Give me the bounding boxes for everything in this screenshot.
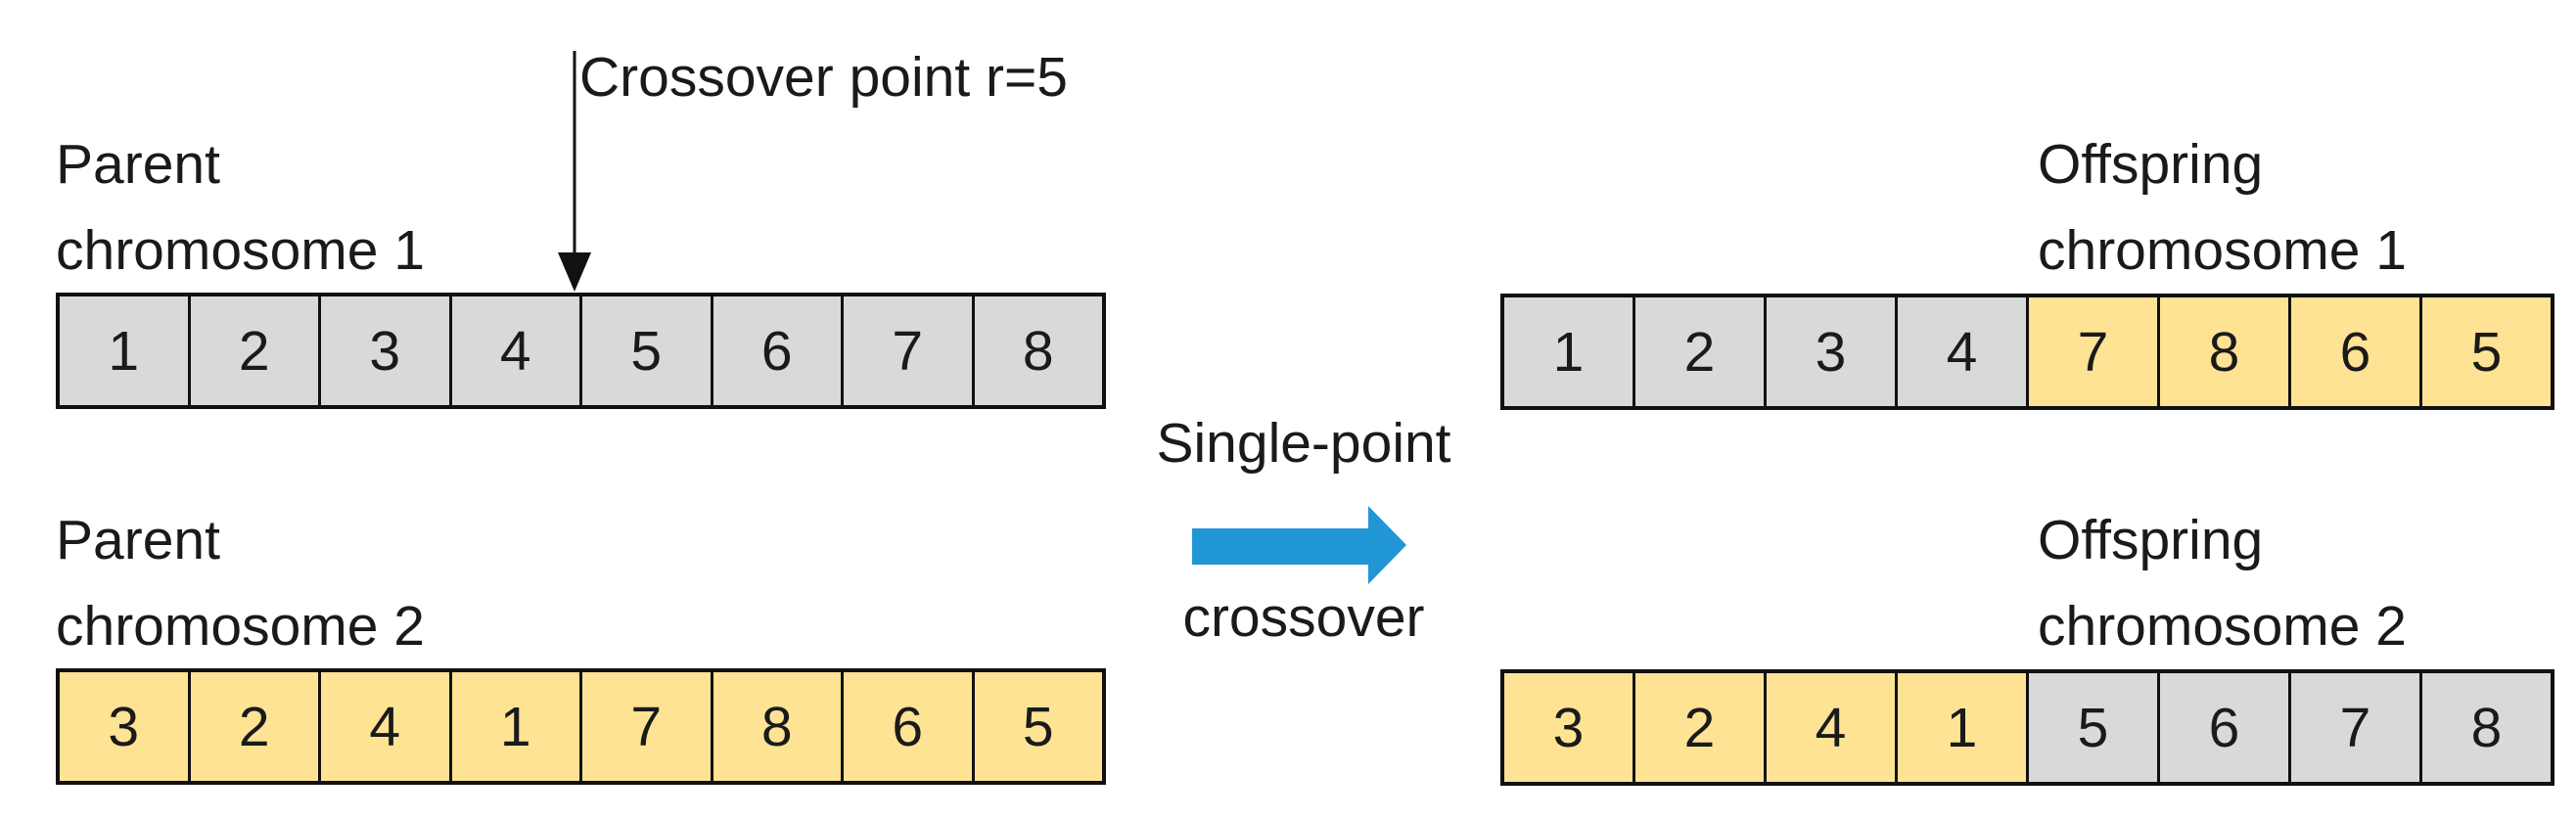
gene-cell: 3 [1767,297,1898,406]
offspring1-label-line2: chromosome 1 [2038,219,2407,282]
operation-label-line2: crossover [1182,586,1425,649]
gene-cell: 5 [974,672,1102,781]
parent1-label-line1: Parent [56,133,220,196]
gene-cell: 3 [321,296,452,405]
gene-cell: 3 [1504,673,1635,782]
gene-cell: 2 [1635,673,1767,782]
gene-cell: 7 [2291,673,2422,782]
gene-cell: 4 [451,296,582,405]
parent2-label: Parent chromosome 2 [56,497,425,669]
offspring1-chromosome-row: 1 2 3 4 7 8 6 5 [1500,294,2554,410]
gene-cell: 5 [582,296,713,405]
gene-cell: 8 [2160,297,2291,406]
gene-cell: 7 [844,296,975,405]
gene-cell: 5 [2029,673,2160,782]
gene-cell: 3 [60,672,191,781]
gene-cell: 4 [321,672,452,781]
crossover-point-arrow-icon [558,51,591,292]
offspring2-chromosome-row: 3 2 4 1 5 6 7 8 [1500,669,2554,786]
gene-cell: 2 [1635,297,1767,406]
gene-cell: 4 [1898,297,2029,406]
parent1-label: Parent chromosome 1 [56,121,425,294]
parent1-chromosome-row: 1 2 3 4 5 6 7 8 [56,293,1106,409]
offspring1-label: Offspring chromosome 1 [2038,121,2407,294]
operation-label-line1: Single-point [1156,412,1451,475]
offspring2-label-line1: Offspring [2038,509,2264,571]
gene-cell: 8 [2422,673,2551,782]
gene-cell: 6 [844,672,975,781]
parent2-label-line1: Parent [56,509,220,571]
parent1-label-line2: chromosome 1 [56,219,425,282]
gene-cell: 8 [974,296,1102,405]
gene-cell: 1 [451,672,582,781]
gene-cell: 1 [1504,297,1635,406]
offspring1-label-line1: Offspring [2038,133,2264,196]
gene-cell: 1 [1898,673,2029,782]
gene-cell: 1 [60,296,191,405]
crossover-point-label: Crossover point r=5 [579,46,1068,109]
gene-cell: 7 [582,672,713,781]
gene-cell: 4 [1767,673,1898,782]
gene-cell: 5 [2422,297,2551,406]
offspring2-label-line2: chromosome 2 [2038,595,2407,658]
gene-cell: 7 [2029,297,2160,406]
offspring2-label: Offspring chromosome 2 [2038,497,2407,669]
gene-cell: 2 [190,672,321,781]
parent2-chromosome-row: 3 2 4 1 7 8 6 5 [56,668,1106,785]
right-arrow-icon [1192,506,1406,584]
parent2-label-line2: chromosome 2 [56,595,425,658]
gene-cell: 2 [190,296,321,405]
gene-cell: 6 [2160,673,2291,782]
gene-cell: 8 [713,672,844,781]
gene-cell: 6 [2291,297,2422,406]
gene-cell: 6 [713,296,844,405]
